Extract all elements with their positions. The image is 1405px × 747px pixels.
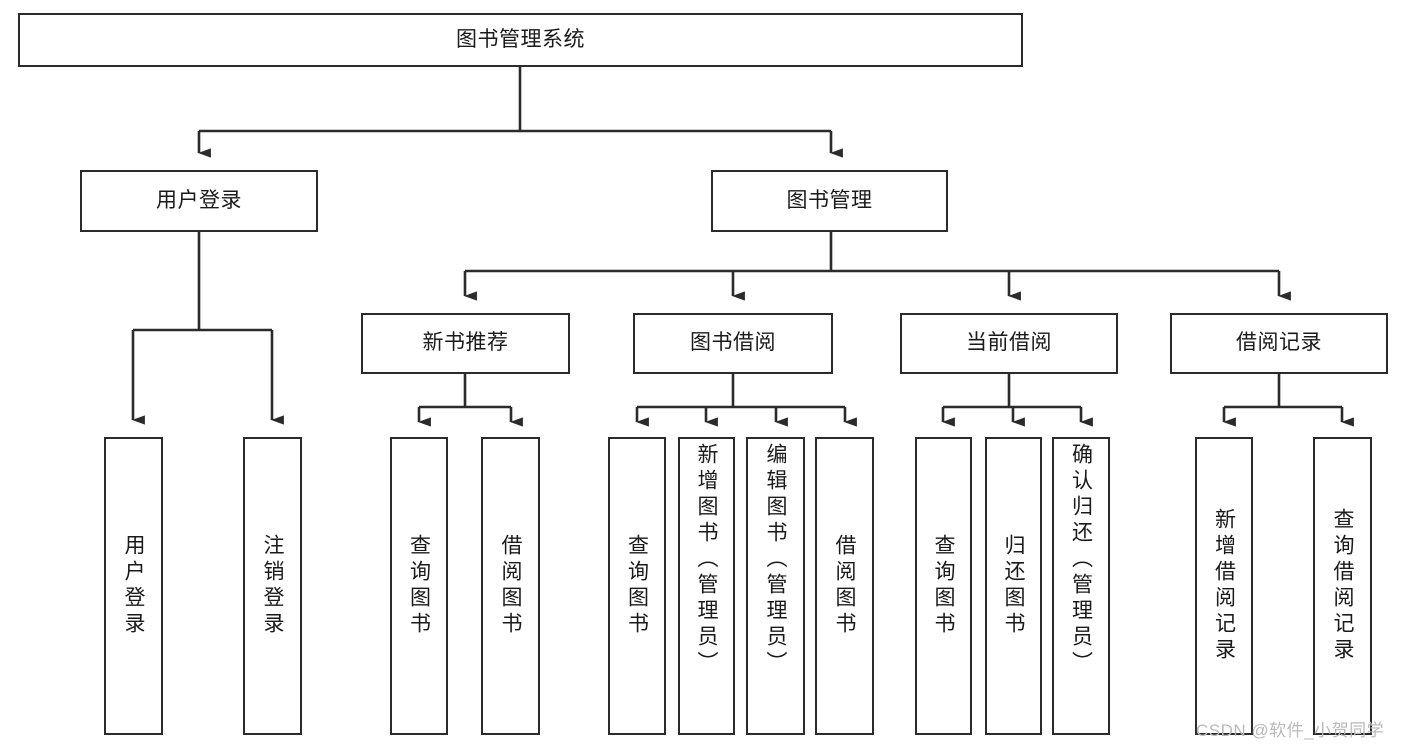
node-leaf-query-book-3[interactable]: 查询图书 (915, 437, 972, 735)
node-borrow-record[interactable]: 借阅记录 (1170, 313, 1388, 374)
node-new-book-recommend[interactable]: 新书推荐 (361, 313, 570, 374)
node-user-login[interactable]: 用户登录 (80, 170, 318, 232)
node-leaf-return-book-label: 归还图书 (1002, 534, 1025, 638)
node-leaf-query-book-3-label: 查询图书 (932, 534, 955, 638)
node-user-login-label: 用户登录 (156, 188, 242, 212)
node-leaf-borrow-book-2-label: 借阅图书 (833, 534, 856, 638)
node-leaf-return-book[interactable]: 归还图书 (985, 437, 1042, 735)
node-root-label: 图书管理系统 (456, 27, 585, 51)
node-borrow-record-label: 借阅记录 (1236, 331, 1322, 355)
node-root[interactable]: 图书管理系统 (18, 13, 1023, 67)
node-current-borrow[interactable]: 当前借阅 (900, 313, 1118, 374)
node-leaf-edit-book-admin-label: 编辑图书（管理员） (764, 443, 787, 677)
node-new-book-recommend-label: 新书推荐 (422, 331, 509, 355)
node-leaf-borrow-book-1-label: 借阅图书 (499, 534, 522, 638)
node-current-borrow-label: 当前借阅 (966, 331, 1052, 355)
node-leaf-borrow-book-2[interactable]: 借阅图书 (815, 437, 874, 735)
node-leaf-confirm-return-admin[interactable]: 确认归还（管理员） (1052, 437, 1110, 735)
node-leaf-query-book-1[interactable]: 查询图书 (390, 437, 448, 735)
node-leaf-add-borrow-record[interactable]: 新增借阅记录 (1195, 437, 1253, 735)
node-leaf-query-book-1-label: 查询图书 (407, 534, 431, 638)
node-book-management[interactable]: 图书管理 (711, 170, 948, 232)
node-book-borrow-label: 图书借阅 (690, 331, 776, 355)
node-leaf-add-book-admin-label: 新增图书（管理员） (695, 443, 718, 677)
node-book-management-label: 图书管理 (786, 188, 873, 212)
node-leaf-add-borrow-record-label: 新增借阅记录 (1212, 508, 1236, 664)
node-leaf-user-login-label: 用户登录 (122, 534, 145, 638)
node-leaf-user-login[interactable]: 用户登录 (104, 437, 163, 735)
node-leaf-edit-book-admin[interactable]: 编辑图书（管理员） (746, 437, 805, 735)
watermark-text: CSDN @软件_小贺同学 (1196, 721, 1385, 740)
node-leaf-query-book-2-label: 查询图书 (625, 534, 649, 638)
node-leaf-logout-login-label: 注销登录 (261, 534, 284, 638)
node-book-borrow[interactable]: 图书借阅 (633, 313, 833, 374)
node-leaf-query-borrow-record[interactable]: 查询借阅记录 (1313, 437, 1372, 735)
node-leaf-add-book-admin[interactable]: 新增图书（管理员） (678, 437, 735, 735)
node-leaf-query-book-2[interactable]: 查询图书 (608, 437, 666, 735)
node-leaf-logout-login[interactable]: 注销登录 (243, 437, 302, 735)
node-leaf-borrow-book-1[interactable]: 借阅图书 (481, 437, 540, 735)
node-leaf-query-borrow-record-label: 查询借阅记录 (1331, 508, 1354, 664)
node-leaf-confirm-return-admin-label: 确认归还（管理员） (1069, 443, 1093, 677)
